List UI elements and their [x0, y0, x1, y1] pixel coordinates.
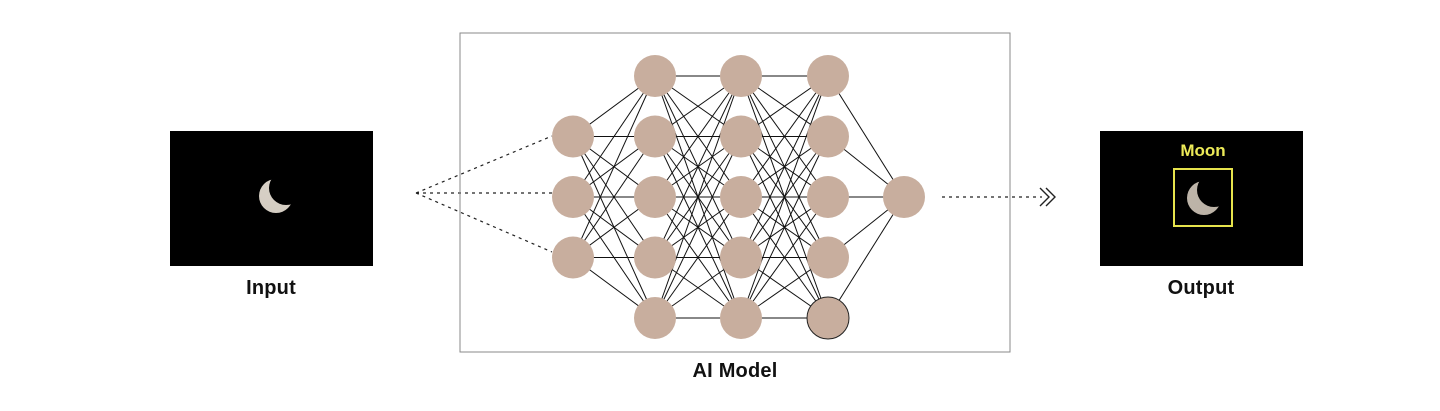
detection-box: [1173, 168, 1233, 227]
input-caption: Input: [246, 277, 296, 299]
model-caption: AI Model: [692, 360, 778, 382]
output-caption: Output: [1167, 277, 1235, 299]
detection-label: Moon: [1180, 141, 1225, 160]
